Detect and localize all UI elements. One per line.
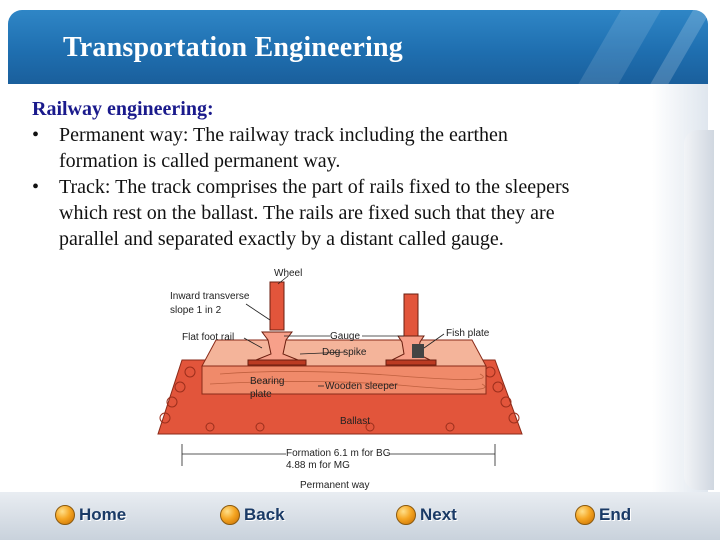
end-label: End (599, 505, 632, 524)
label-wooden-sleeper: Wooden sleeper (325, 381, 398, 392)
bullet-line: Permanent way: The railway track includi… (59, 124, 508, 146)
home-label: Home (79, 505, 127, 524)
next-label: Next (420, 505, 457, 524)
home-ball-icon (55, 505, 75, 525)
slide-header: Transportation Engineering (8, 10, 708, 84)
bullet-line: parallel and separated exactly by a dist… (59, 228, 504, 250)
label-inward-1: Inward transverse (170, 291, 250, 302)
end-ball-icon (575, 505, 595, 525)
label-fish-plate: Fish plate (446, 328, 490, 339)
label-formation-1: Formation 6.1 m for BG (286, 448, 391, 459)
label-ballast: Ballast (340, 416, 370, 427)
slide-body: Railway engineering: • Permanent way: Th… (32, 96, 682, 252)
next-ball-icon (396, 505, 416, 525)
label-formation-2: 4.88 m for MG (286, 460, 350, 471)
bullet-track: • Track: The track comprises the part of… (32, 174, 682, 252)
permanent-way-diagram: Wheel Inward transverse slope 1 in 2 Gau… (157, 268, 523, 491)
back-label: Back (244, 505, 285, 524)
bullet-marker: • (32, 176, 40, 198)
bullet-line: formation is called permanent way. (59, 150, 341, 172)
back-button[interactable]: Back (220, 502, 285, 528)
section-heading: Railway engineering: (32, 98, 214, 120)
bullet-marker: • (32, 124, 40, 146)
label-permanent-way: Permanent way (300, 480, 369, 491)
bullet-line: Track: The track comprises the part of r… (59, 176, 570, 198)
label-bearing-1: Bearing (250, 376, 284, 387)
back-ball-icon (220, 505, 240, 525)
label-flat-foot-rail: Flat foot rail (182, 332, 234, 343)
right-decoration (684, 130, 714, 490)
home-button[interactable]: Home (55, 502, 126, 528)
bullet-line: which rest on the ballast. The rails are… (59, 202, 555, 224)
next-button[interactable]: Next (396, 502, 457, 528)
nav-bar: Home Back Next End (0, 492, 720, 540)
bullet-permanent-way: • Permanent way: The railway track inclu… (32, 122, 682, 174)
label-wheel: Wheel (274, 268, 302, 279)
label-inward-2: slope 1 in 2 (170, 305, 222, 316)
label-bearing-2: plate (250, 389, 272, 400)
flat-foot-rail-right (385, 293, 437, 366)
label-dog-spike: Dog spike (322, 347, 367, 358)
label-gauge: Gauge (330, 331, 360, 342)
flat-foot-rail-left (247, 281, 307, 366)
slide-title: Transportation Engineering (63, 32, 403, 63)
end-button[interactable]: End (575, 502, 631, 528)
